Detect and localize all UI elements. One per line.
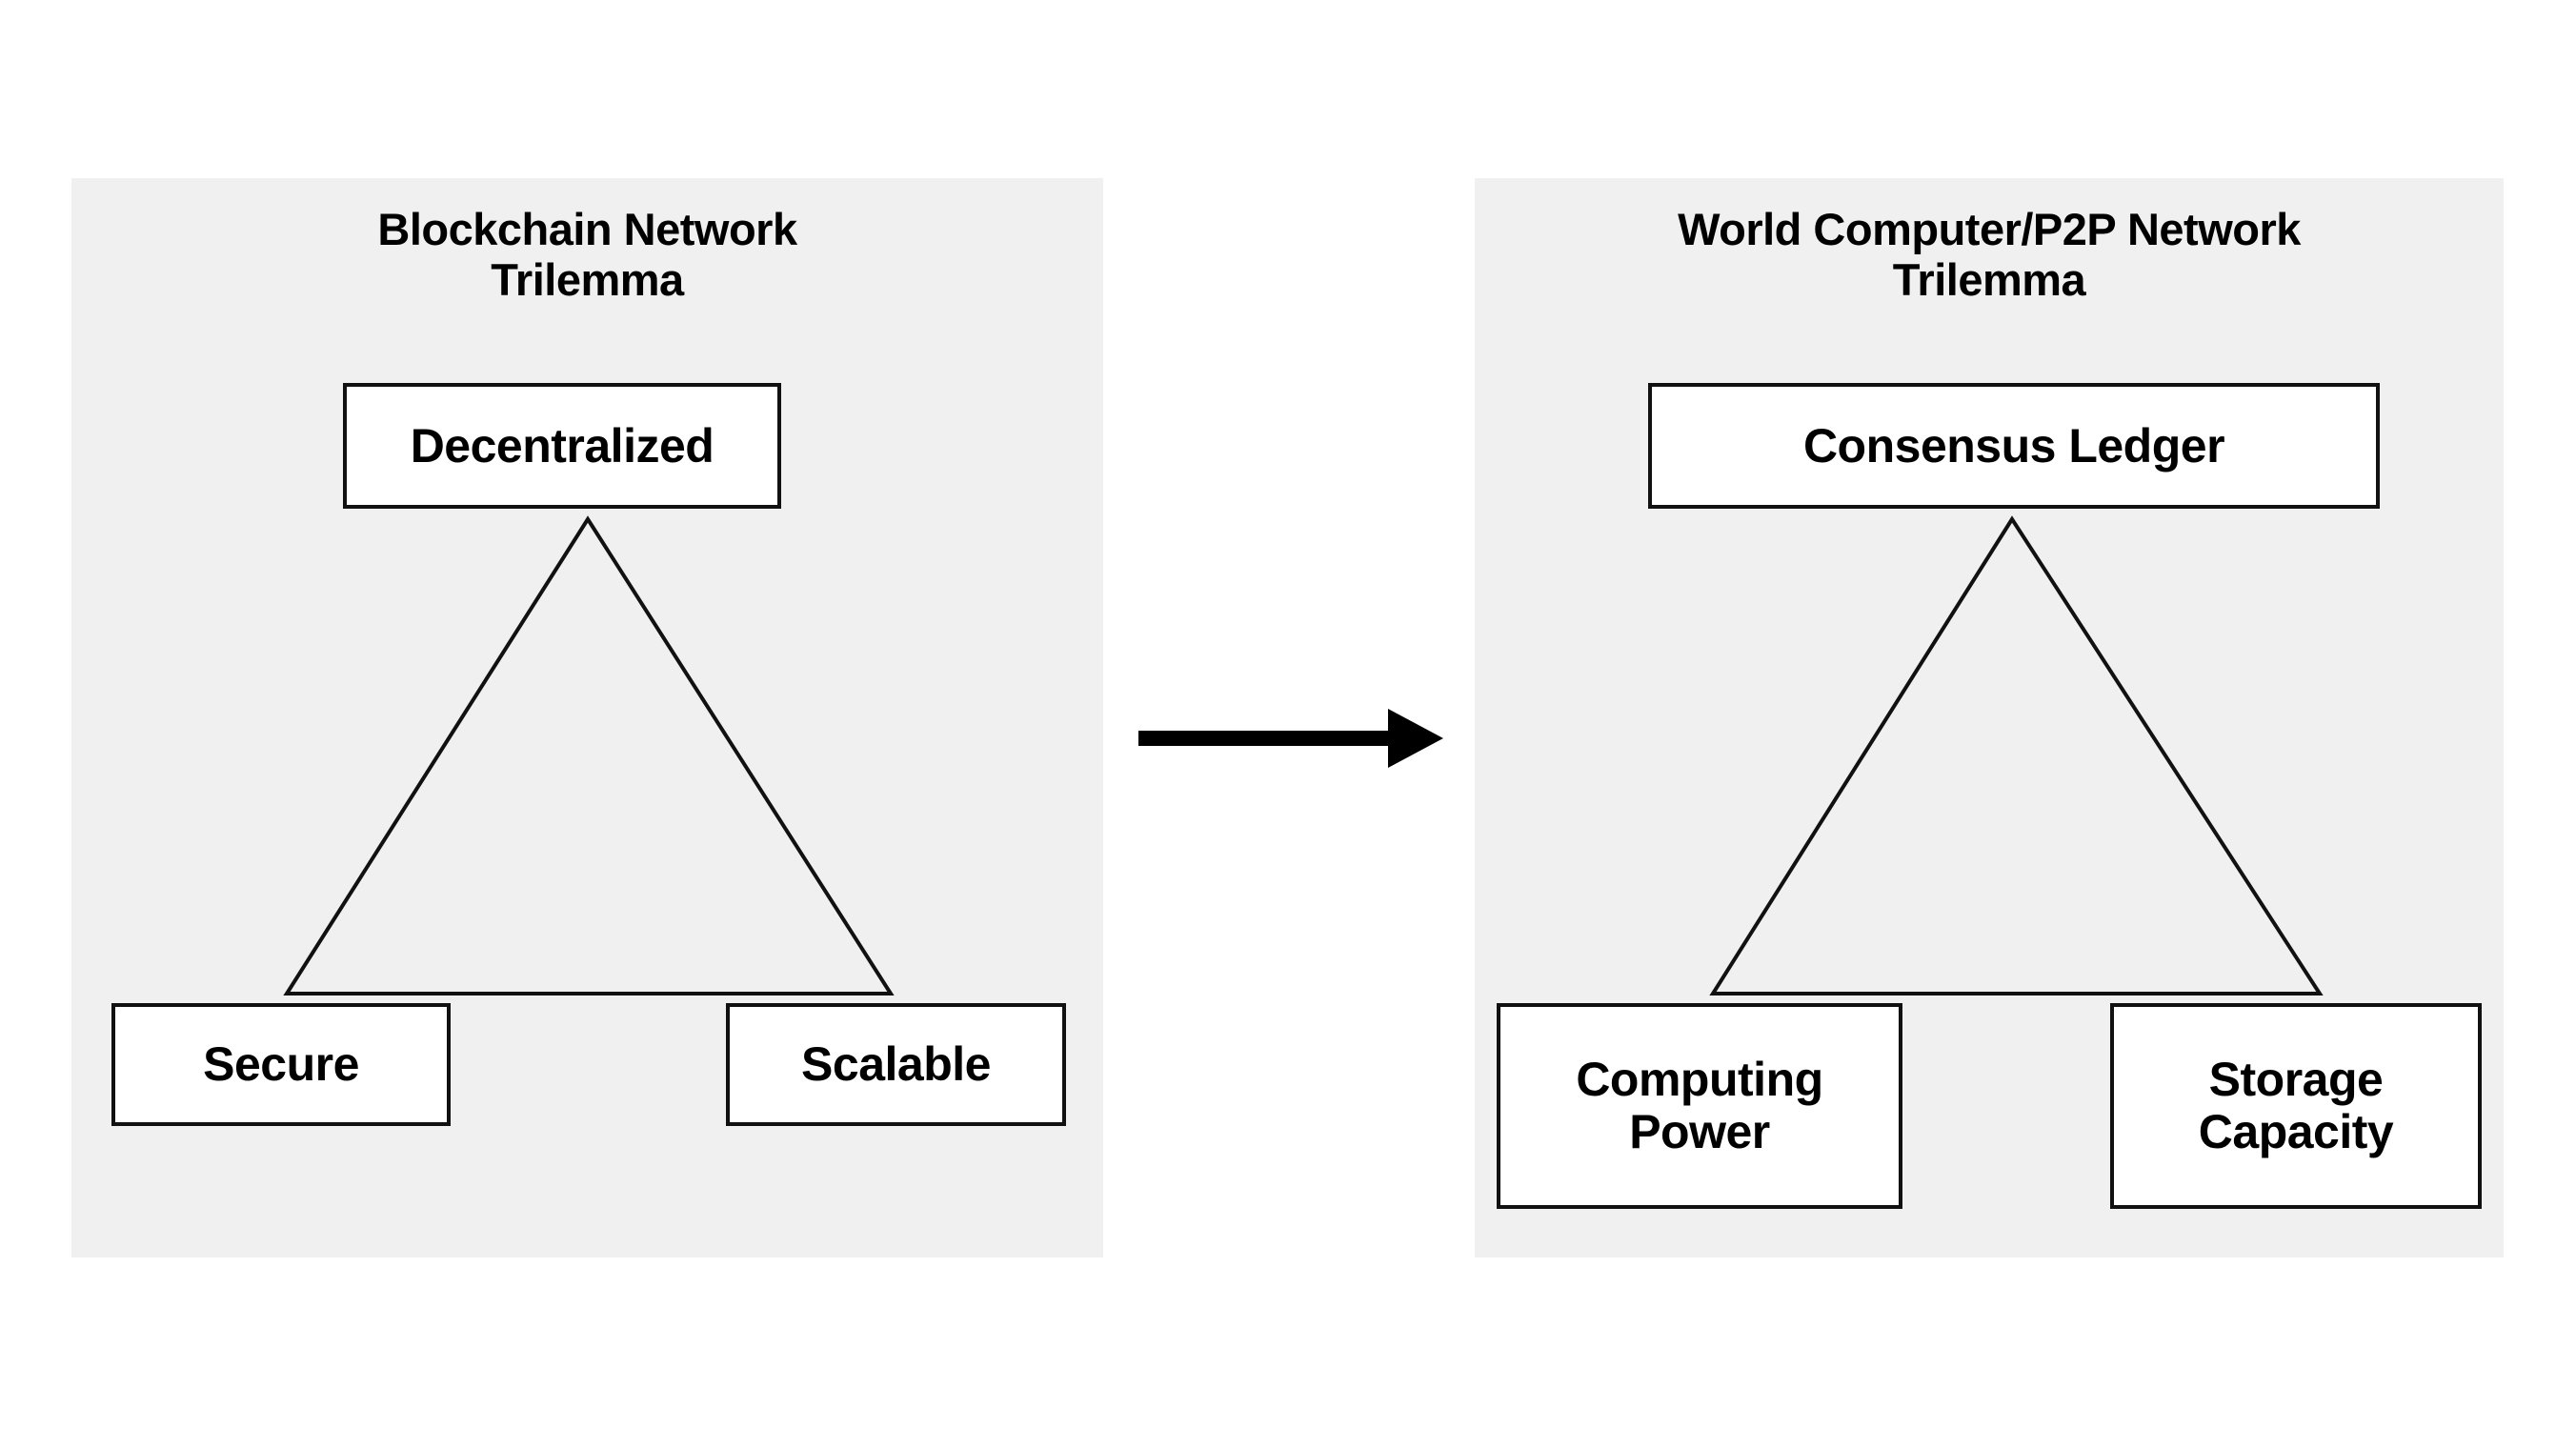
node-box-storage-capacity[interactable]: Storage Capacity — [2110, 1003, 2482, 1209]
node-box-scalable[interactable]: Scalable — [726, 1003, 1066, 1126]
node-label-scalable: Scalable — [801, 1037, 991, 1091]
panel-title-world-computer: World Computer/P2P Network Trilemma — [1678, 204, 2301, 305]
node-label-computing-power: Computing Power — [1576, 1053, 1823, 1158]
panel-title-blockchain: Blockchain Network Trilemma — [377, 204, 797, 305]
node-box-decentralized[interactable]: Decentralized — [343, 383, 781, 509]
node-label-consensus-ledger: Consensus Ledger — [1802, 418, 2225, 473]
panel-world-computer-p2p-network-trilemma: World Computer/P2P Network Trilemma Cons… — [1475, 178, 2504, 1257]
node-box-computing-power[interactable]: Computing Power — [1497, 1003, 1902, 1209]
node-box-consensus-ledger[interactable]: Consensus Ledger — [1648, 383, 2380, 509]
right-arrow-icon — [1138, 709, 1443, 768]
node-box-secure[interactable]: Secure — [111, 1003, 451, 1126]
panel-blockchain-network-trilemma: Blockchain Network Trilemma Decentralize… — [71, 178, 1103, 1257]
node-label-storage-capacity: Storage Capacity — [2198, 1053, 2394, 1158]
node-label-decentralized: Decentralized — [410, 418, 714, 473]
node-label-secure: Secure — [203, 1037, 359, 1091]
